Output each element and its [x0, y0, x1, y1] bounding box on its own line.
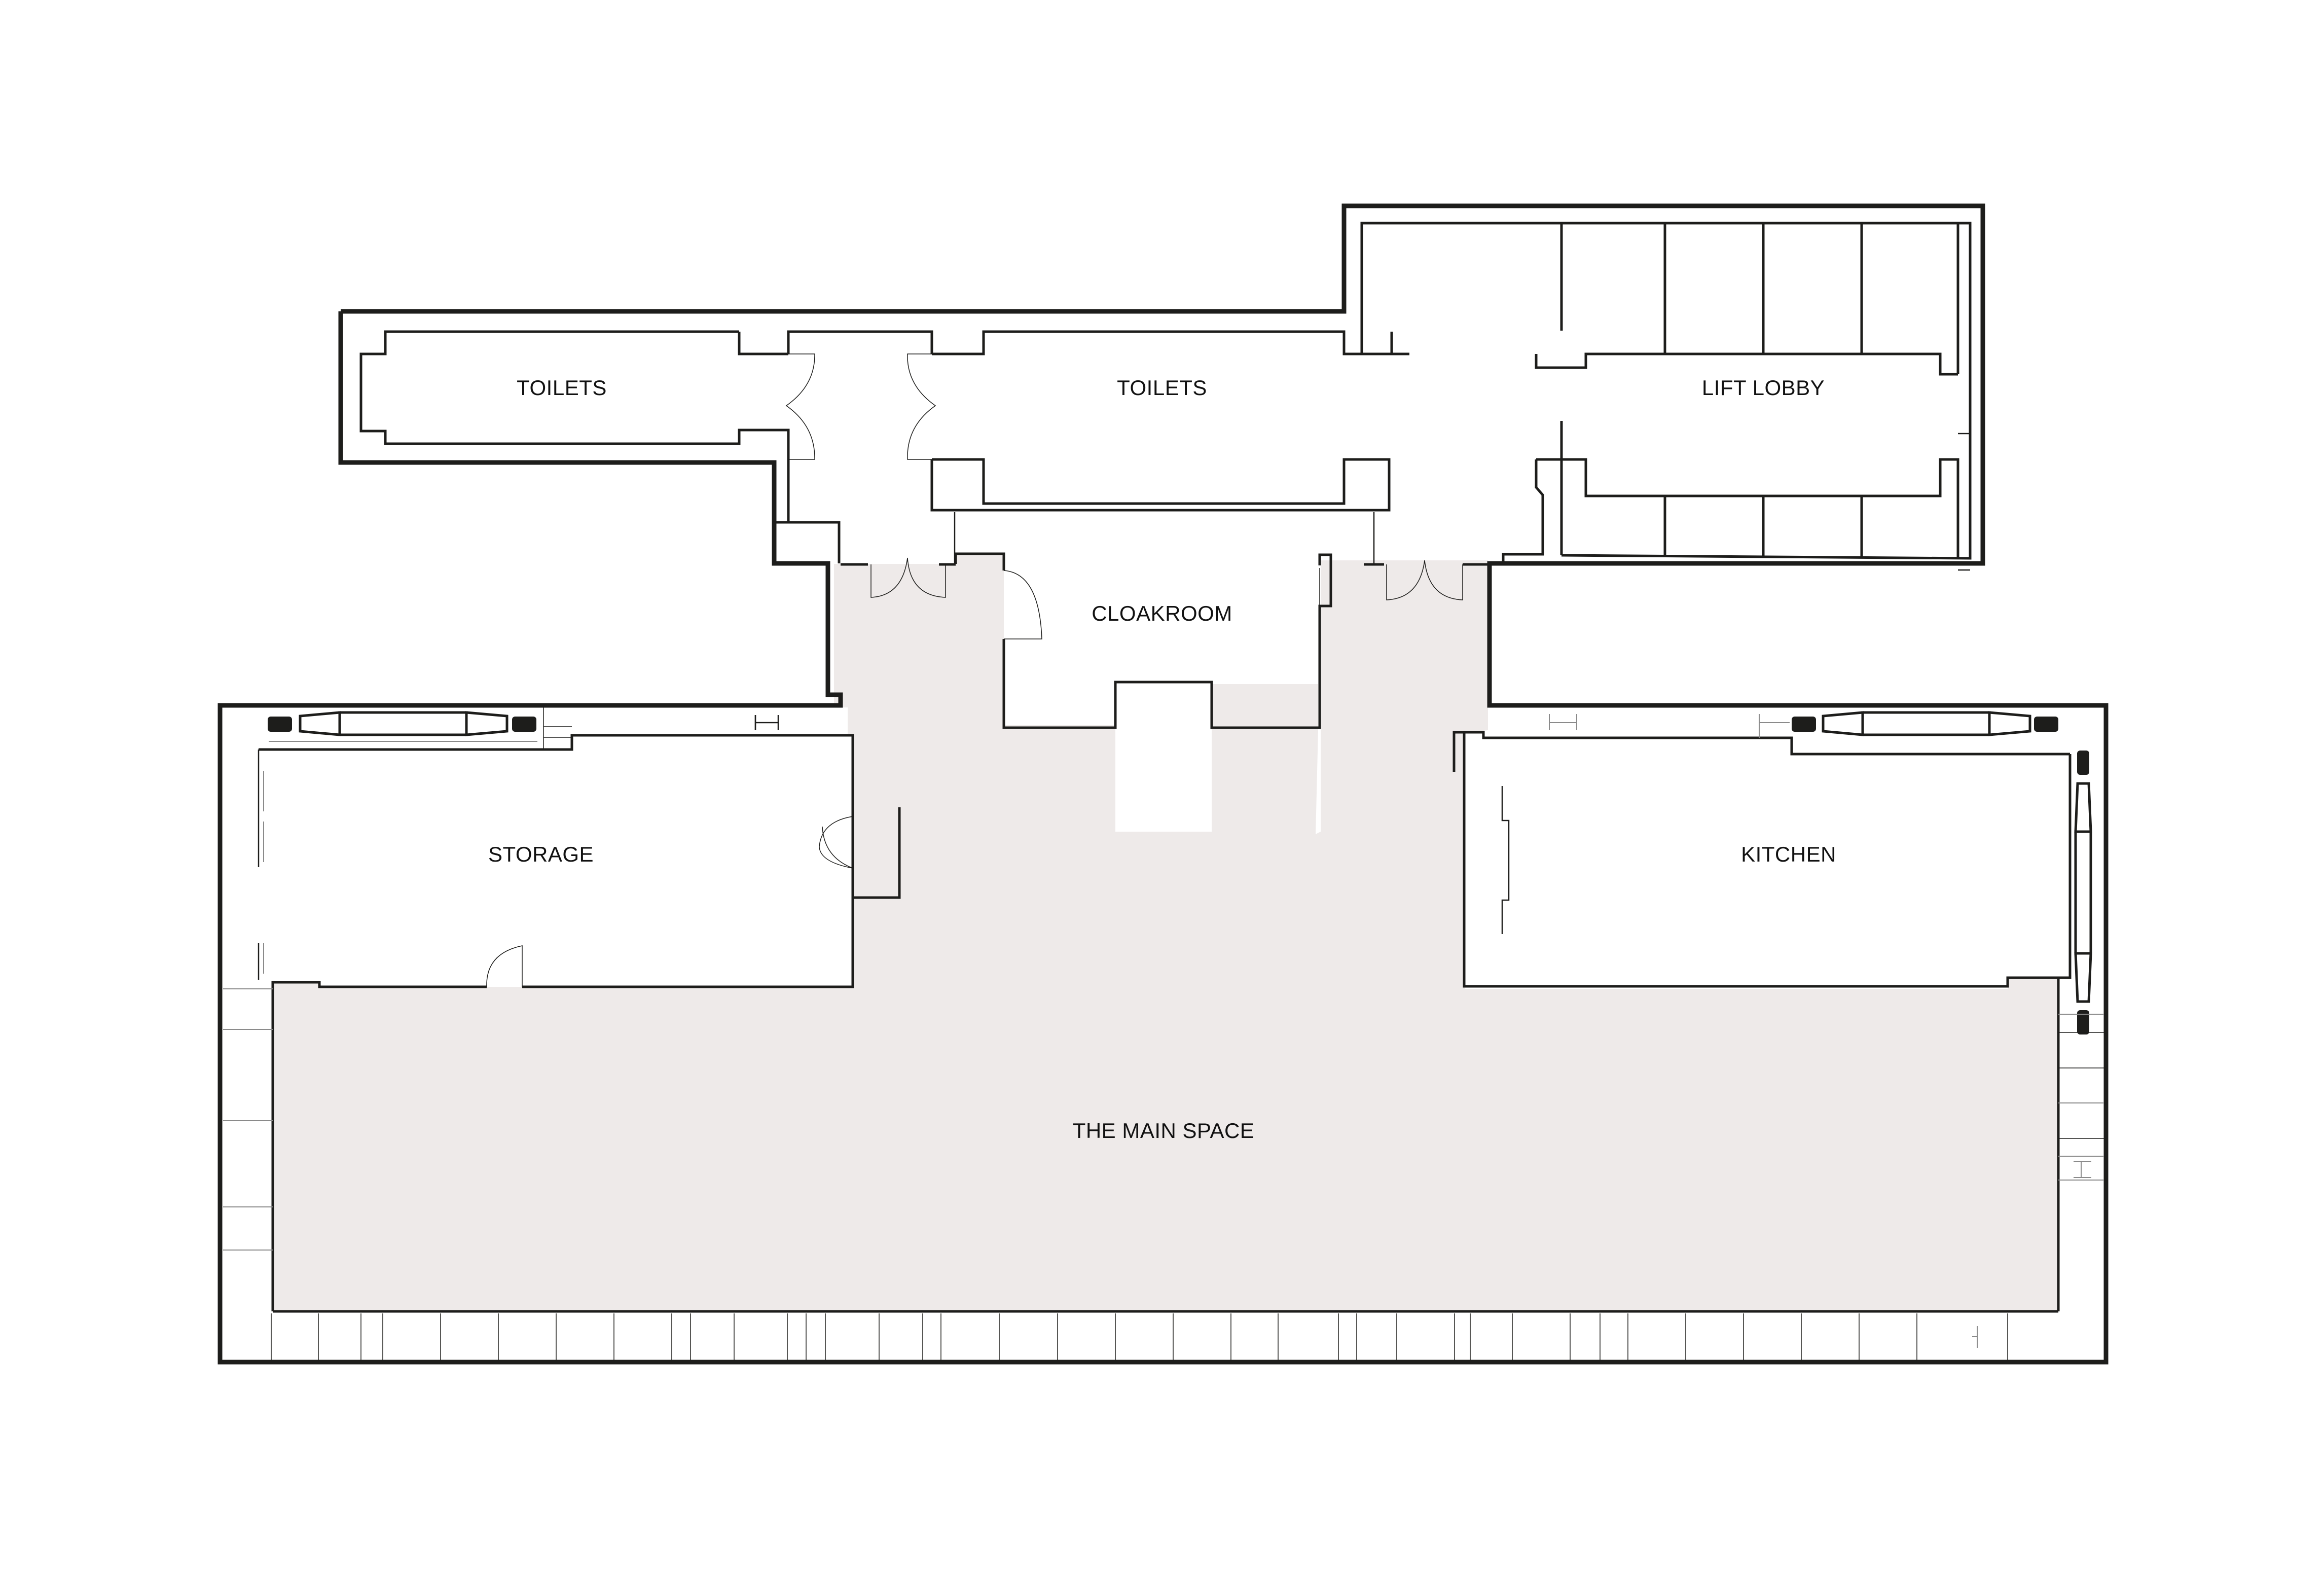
room-label-kitchen: KITCHEN: [1741, 842, 1836, 866]
room-label-lift-lobby: LIFT LOBBY: [1701, 376, 1825, 400]
main-space-floor: [273, 554, 2058, 1311]
storage: [258, 706, 901, 1311]
room-label-toilets-west: TOILETS: [517, 376, 607, 400]
room-label-cloakroom: CLOAKROOM: [1092, 601, 1232, 625]
room-label-main-space: THE MAIN SPACE: [1072, 1119, 1255, 1143]
perimeter-panels: [223, 979, 2104, 1361]
cloakroom: [954, 552, 1332, 729]
toilets-central: [930, 330, 1393, 564]
room-label-storage: STORAGE: [488, 842, 594, 866]
kitchen: [1453, 714, 2072, 988]
toilets-west: [359, 330, 933, 563]
radiator-icon: [2074, 751, 2092, 1034]
lift-lobby: [1360, 222, 1972, 571]
radiator-icon: [1792, 711, 2058, 736]
radiator-icon: [268, 711, 536, 736]
double-door-icon: [841, 557, 1491, 600]
room-label-toilets-central: TOILETS: [1117, 376, 1207, 400]
door-swing-icon: [785, 353, 936, 460]
outer-wall: [217, 203, 2109, 1365]
